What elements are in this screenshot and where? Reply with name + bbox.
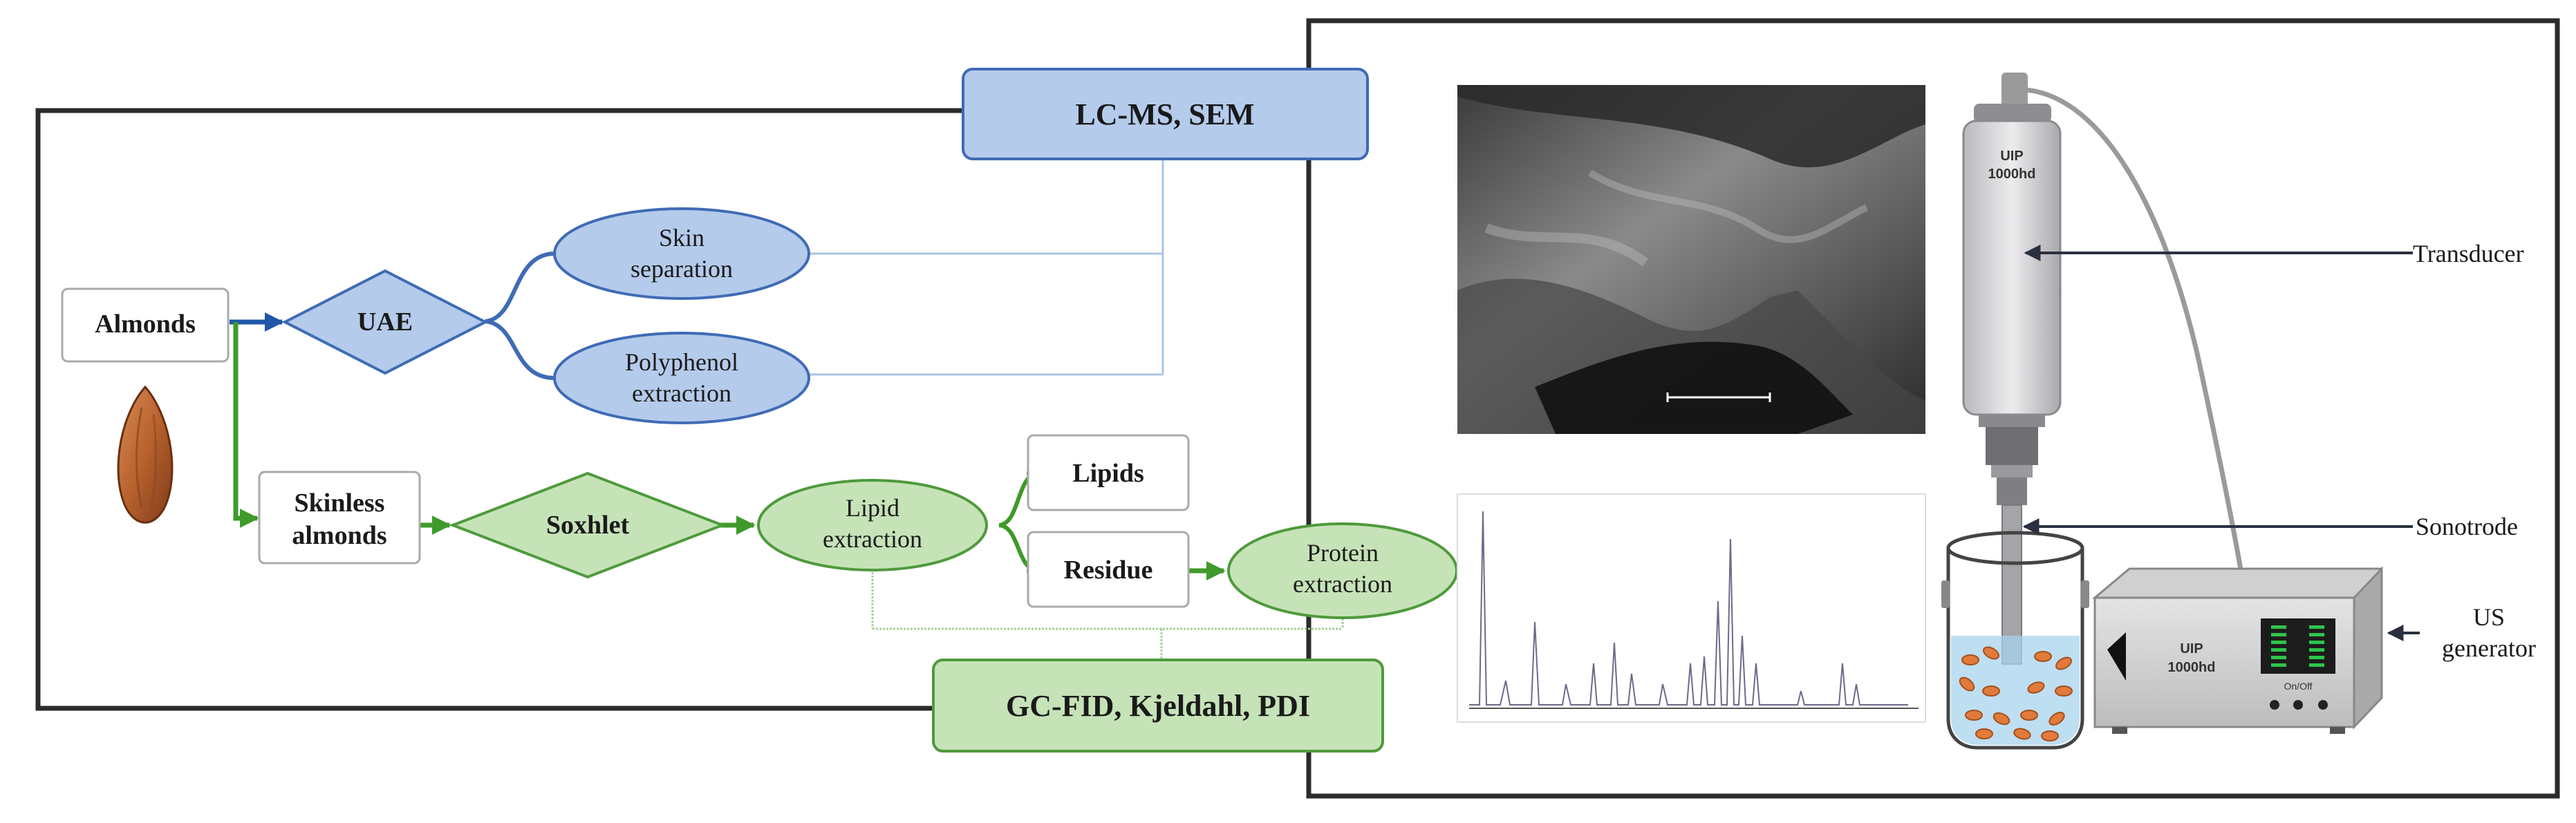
protein-line1: Protein xyxy=(1307,539,1379,567)
sonotrode-label: Sonotrode xyxy=(2416,513,2518,540)
skin-separation-line1: Skin xyxy=(659,224,704,252)
generator-label-line1: UIP xyxy=(2180,641,2203,656)
generator-label-line2: 1000hd xyxy=(2168,660,2216,675)
skin-separation-line2: separation xyxy=(631,255,733,283)
gc-fid-label: GC-FID, Kjeldahl, PDI xyxy=(1006,689,1310,723)
soxhlet-diamond xyxy=(449,471,727,579)
protein-line2: extraction xyxy=(1293,570,1392,598)
us-generator-line1: US xyxy=(2473,603,2505,631)
lipid-extraction-line1: Lipid xyxy=(846,494,899,522)
polyphenol-line1: Polyphenol xyxy=(625,348,738,376)
transducer-label: Transducer xyxy=(2413,240,2524,267)
skinless-line2: almonds xyxy=(292,521,386,550)
probe-label-line2: 1000hd xyxy=(1988,167,2036,182)
beaker-with-almonds xyxy=(1941,531,2089,750)
lipids-label: Lipids xyxy=(1072,459,1144,488)
analysis-connectors xyxy=(809,159,1164,376)
us-generator-line2: generator xyxy=(2442,634,2536,662)
sem-micrograph-image xyxy=(1457,85,1925,434)
right-frame xyxy=(1306,18,2560,799)
residue-box xyxy=(1027,531,1190,608)
probe-cable xyxy=(2025,87,2244,574)
lipid-extraction-ellipse xyxy=(757,479,988,571)
lcms-sem-label: LC-MS, SEM xyxy=(1075,97,1254,131)
probe-label-line1: UIP xyxy=(2000,149,2023,164)
uae-diamond xyxy=(281,269,489,375)
us-generator-device: UIP 1000hd On/Off xyxy=(2091,566,2383,734)
lipids-box xyxy=(1027,434,1190,511)
soxhlet-label: Soxhlet xyxy=(546,511,630,540)
polyphenol-line2: extraction xyxy=(632,379,731,407)
device-callouts xyxy=(2022,245,2420,641)
polyphenol-extraction-ellipse xyxy=(553,332,810,424)
almond-nut-icon xyxy=(117,385,174,524)
skin-separation-ellipse xyxy=(553,207,810,300)
chromatogram-image xyxy=(1457,493,1926,723)
ultrasonic-probe: UIP 1000hd xyxy=(1962,73,2062,665)
residue-label: Residue xyxy=(1064,556,1153,585)
lcms-sem-box xyxy=(962,68,1369,160)
left-frame xyxy=(35,108,964,711)
skinless-almonds-box xyxy=(258,471,421,565)
gc-fid-box xyxy=(932,659,1384,753)
lipid-extraction-line2: extraction xyxy=(823,525,922,553)
almonds-box xyxy=(61,287,230,363)
almonds-label: Almonds xyxy=(95,310,196,339)
skinless-line1: Skinless xyxy=(295,489,385,518)
generator-onoff-label: On/Off xyxy=(2284,681,2313,692)
uae-label: UAE xyxy=(357,308,413,337)
